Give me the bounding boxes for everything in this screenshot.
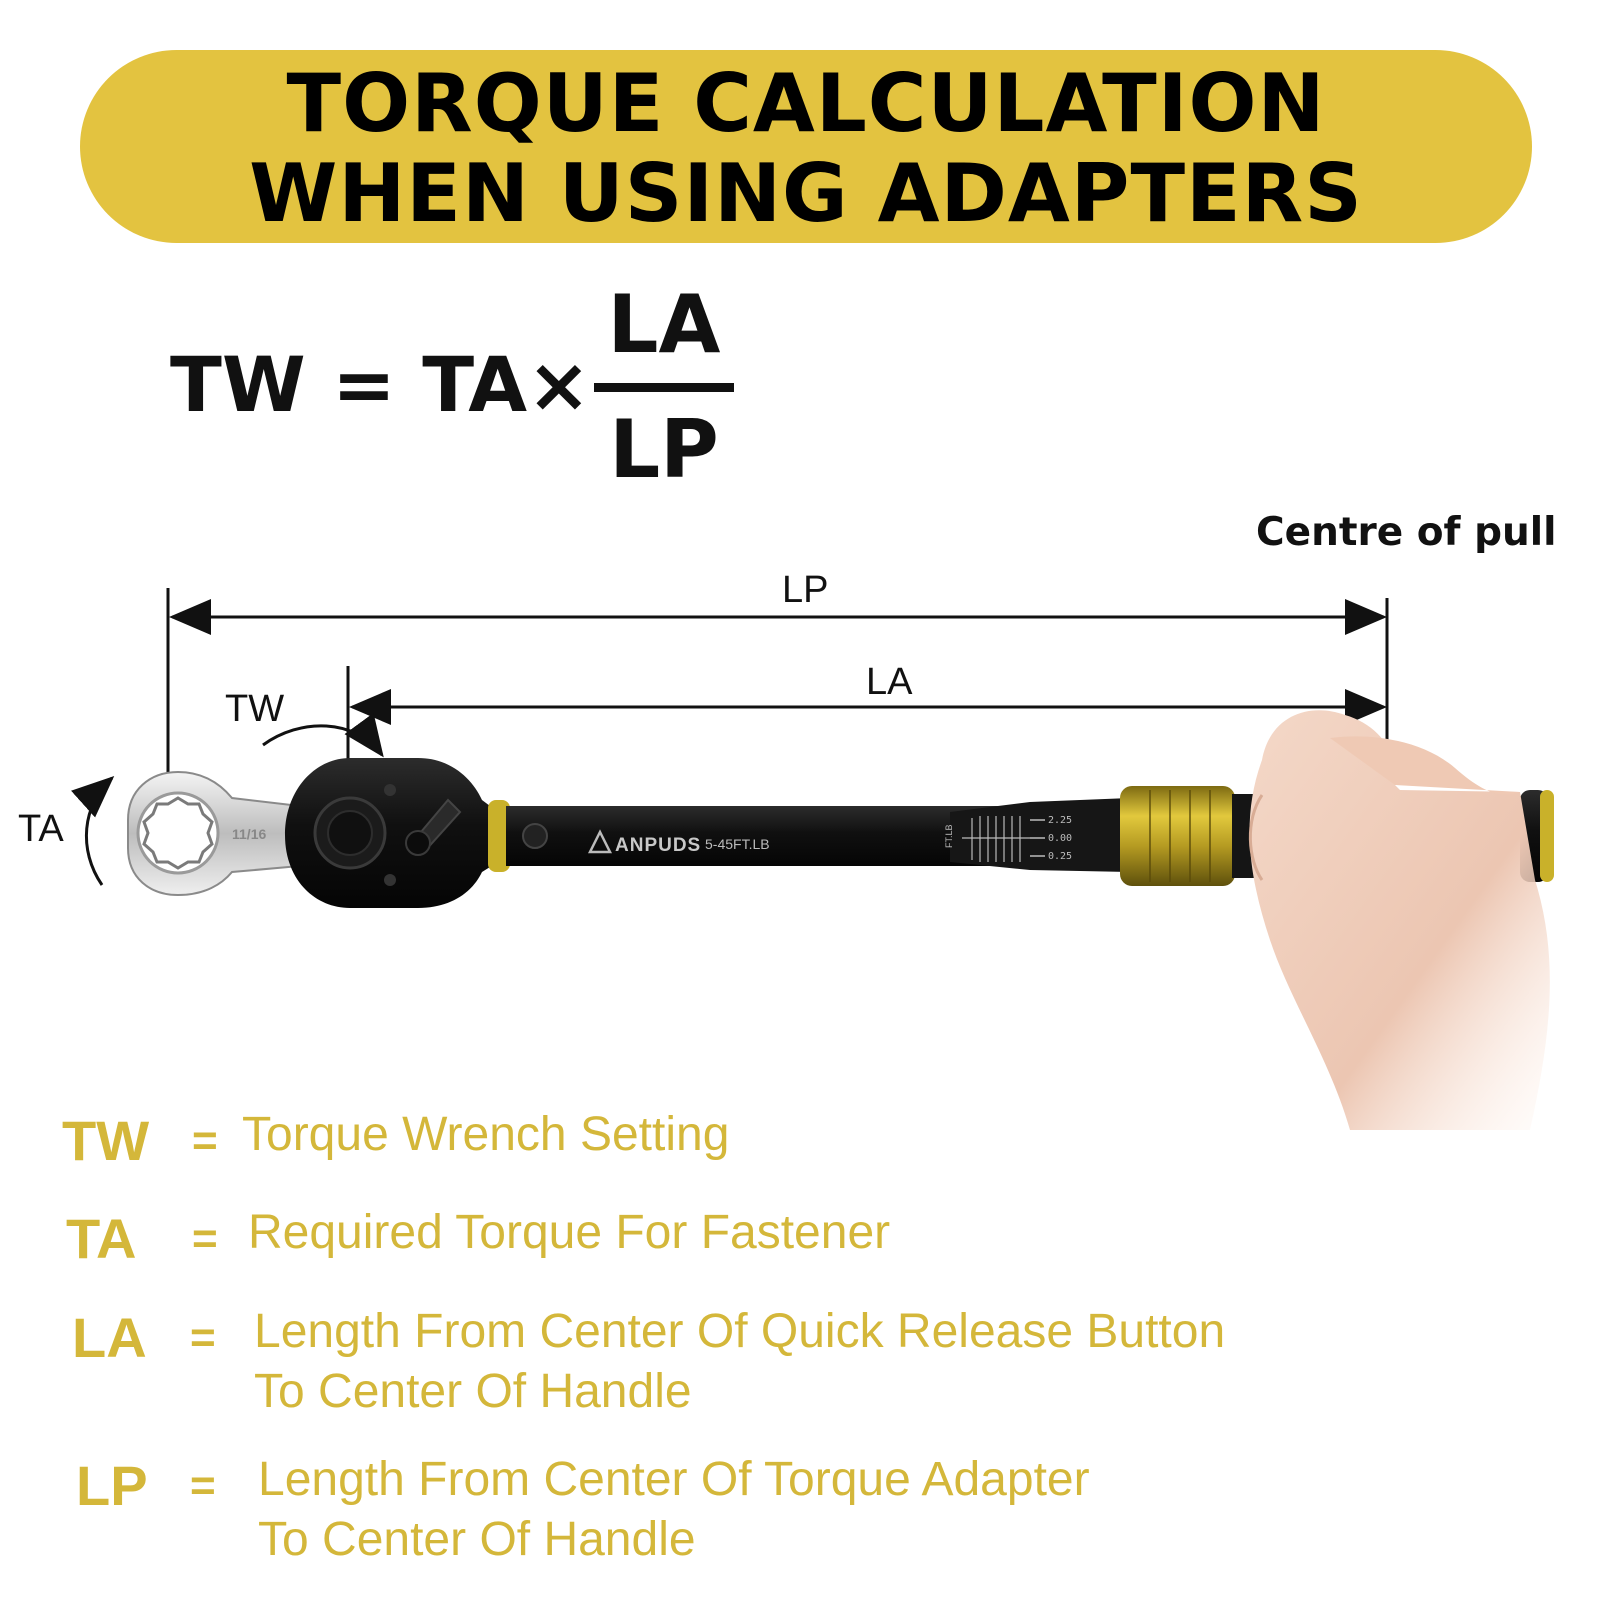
adapter-size-text: 11/16 — [232, 826, 266, 842]
tw-label: TW — [225, 688, 285, 730]
legend-description: Torque Wrench Setting — [242, 1108, 730, 1161]
ta-label: TA — [18, 808, 64, 850]
title-banner: TORQUE CALCULATION WHEN USING ADAPTERS — [80, 50, 1532, 243]
hand-on-handle — [1248, 710, 1550, 1130]
legend-symbol: TA — [66, 1207, 137, 1270]
scale-value-2: 0.00 — [1048, 833, 1072, 844]
legend-description-line2: To Center Of Handle — [258, 1513, 696, 1566]
formula-lhs: TW = TA× — [170, 340, 591, 429]
unit-mark-text: FT.LB — [944, 824, 954, 848]
wrench-handle: ANPUDS 5-45FT.LB FT.LB 2.25 0.00 0.25 — [488, 786, 1554, 886]
formula-denominator: LP — [609, 403, 719, 496]
legend-equals: = — [192, 1214, 218, 1263]
ratchet-head — [285, 758, 498, 908]
legend-description: Required Torque For Fastener — [248, 1206, 891, 1259]
lp-label: LP — [782, 569, 829, 611]
legend-description: Length From Center Of Torque Adapter — [258, 1453, 1090, 1506]
range-text: 5-45FT.LB — [705, 836, 770, 852]
ta-rotation-arrow — [70, 775, 115, 886]
brand-text: ANPUDS — [615, 835, 701, 856]
legend-symbol: LP — [76, 1454, 148, 1517]
scale-value-3: 0.25 — [1048, 851, 1072, 862]
legend-equals: = — [192, 1116, 218, 1165]
torque-adapter: 11/16 — [127, 770, 301, 897]
legend-equals: = — [190, 1313, 216, 1362]
la-label: LA — [866, 661, 913, 703]
title-line-1: TORQUE CALCULATION — [286, 57, 1326, 150]
scale-value-1: 2.25 — [1048, 815, 1072, 826]
formula-fraction: LA LP — [594, 285, 734, 490]
legend-description-line2: To Center Of Handle — [254, 1365, 692, 1418]
tw-rotation-arrow — [262, 712, 384, 758]
legend-symbol: LA — [72, 1306, 147, 1369]
legend-description: Length From Center Of Quick Release Butt… — [254, 1305, 1226, 1358]
fraction-bar — [594, 383, 734, 392]
formula-numerator: LA — [607, 278, 721, 371]
legend-symbol: TW — [62, 1109, 150, 1172]
centre-of-pull-label: Centre of pull — [1256, 510, 1557, 555]
title-line-2: WHEN USING ADAPTERS — [249, 147, 1363, 240]
legend-equals: = — [190, 1461, 216, 1510]
